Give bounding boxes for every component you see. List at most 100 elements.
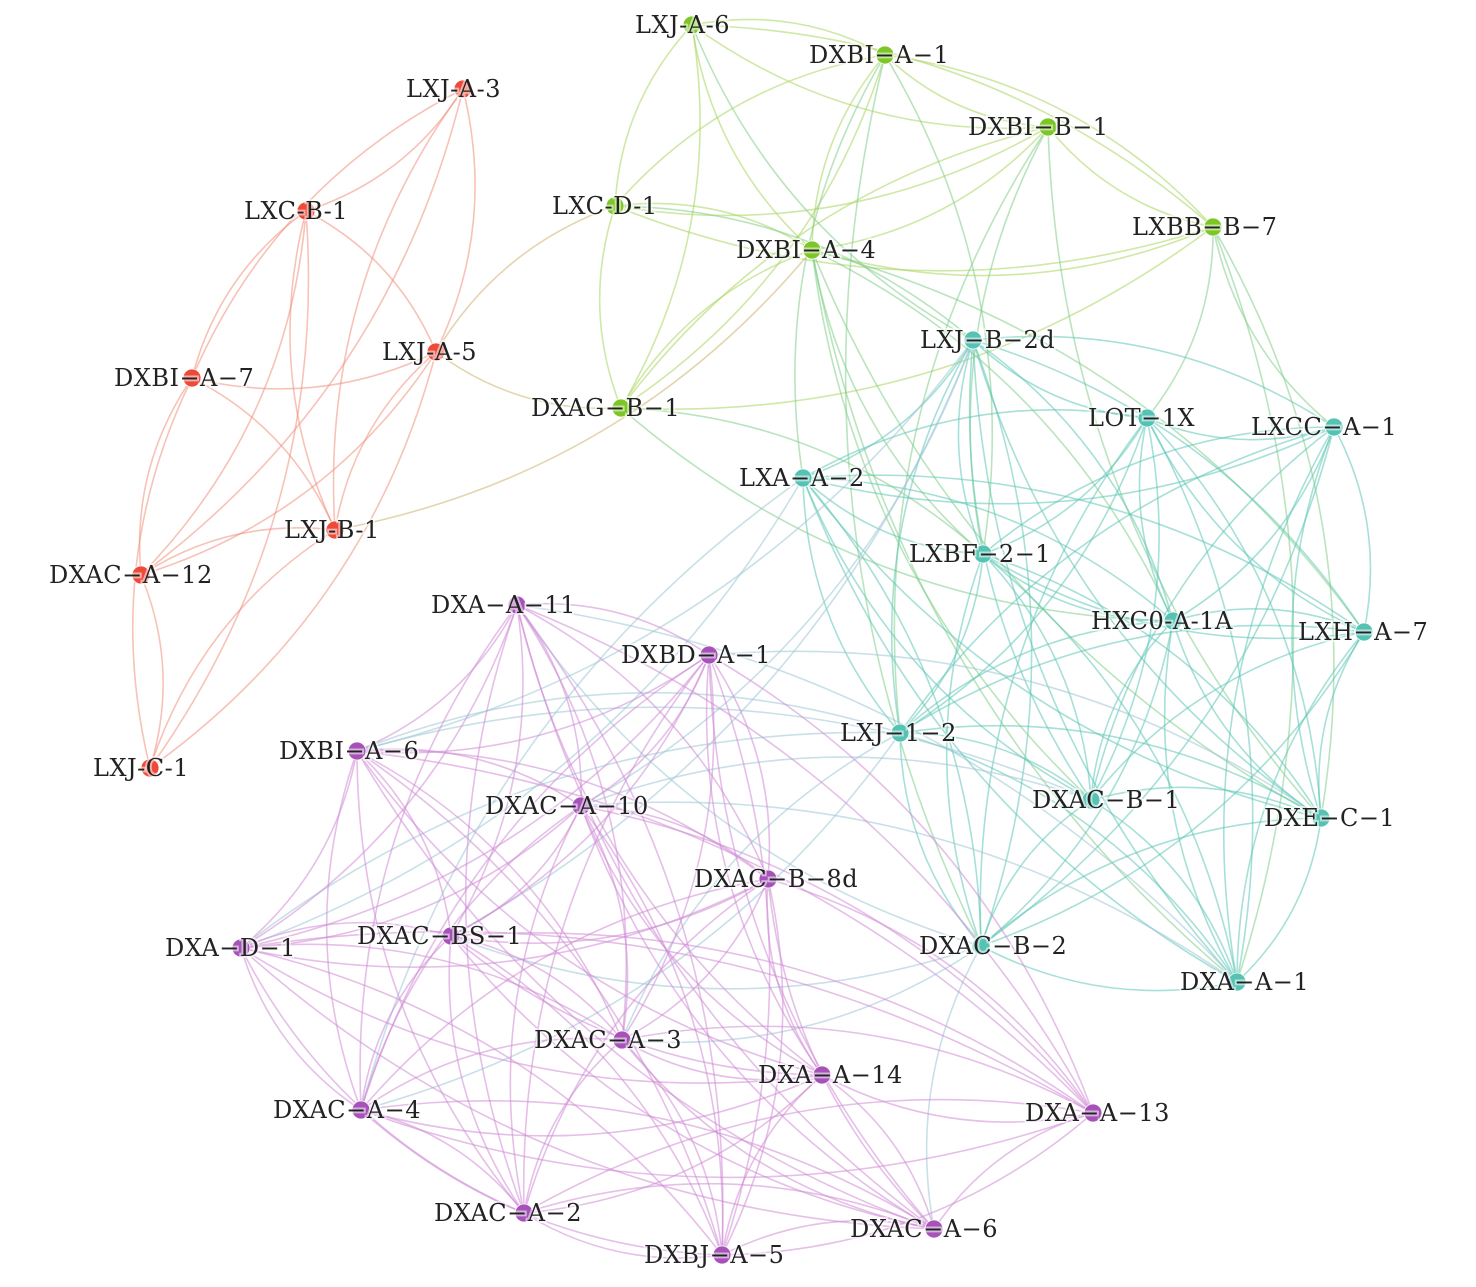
- edge-LXBF-2-1-DXAC-B-1: [982, 553, 1092, 801]
- node-LXJ-1-2[interactable]: [890, 723, 910, 743]
- edge-DXA-A-11-DXBI-A-6: [356, 604, 518, 752]
- edge-LXCC-A-1-LXBF-2-1: [982, 426, 1335, 555]
- edge-DXAC-B-8d-DXA-A-13: [767, 878, 1094, 1114]
- edge-DXBI-B-1-DXAG-B-1: [620, 126, 1049, 409]
- node-label-DXA-D-1: DXA−D−1: [165, 934, 296, 962]
- node-LXBF-2-1[interactable]: [973, 544, 993, 564]
- node-DXE-C-1[interactable]: [1311, 808, 1331, 828]
- edge-LXCC-A-1-DXAC-B-2: [980, 426, 1335, 947]
- node-DXBI-A-6[interactable]: [347, 741, 367, 761]
- node-label-LXJ-B-2d: LXJ−B−2d: [920, 326, 1055, 354]
- edge-DXA-D-1-DXAC-A-2: [240, 947, 525, 1214]
- edge-DXBD-A-1-DXAC-B-8d: [708, 654, 771, 880]
- node-DXBJ-A-5[interactable]: [712, 1245, 732, 1265]
- edge-DXAC-BS-1-DXAC-A-2: [448, 935, 525, 1214]
- node-label-DXA-A-14: DXA−A−14: [758, 1061, 903, 1089]
- edge-DXA-A-11-DXBJ-A-5: [516, 604, 724, 1256]
- node-DXBI-A-7[interactable]: [182, 368, 202, 388]
- edge-LXJ-B-2d-DXAC-BS-1: [450, 339, 974, 937]
- node-LXC-D-1[interactable]: [605, 196, 625, 216]
- edge-DXBI-B-1-DXBI-A-4: [811, 126, 1049, 251]
- edge-DXAC-A-10-DXAC-A-6: [580, 805, 935, 1230]
- edge-HXC0-A-1A-DXAC-B-2: [980, 620, 1174, 947]
- node-DXA-A-11[interactable]: [507, 595, 527, 615]
- edge-LXJ-A-5-LXJ-B-1: [334, 351, 437, 531]
- edge-DXA-A-13-DXAC-A-6: [933, 1112, 1094, 1230]
- edge-HXC0-A-1A-LXJ-1-2: [899, 620, 1174, 734]
- edge-DXBI-A-1-LXBB-B-7: [884, 54, 1214, 228]
- node-HXC0-A-1A[interactable]: [1163, 611, 1183, 631]
- edge-HXC0-A-1A-DXE-C-1: [1172, 620, 1322, 819]
- node-LXC-B-1[interactable]: [296, 201, 316, 221]
- node-DXAC-A-10[interactable]: [571, 796, 591, 816]
- edge-LXJ-1-2-DXBI-A-6: [356, 691, 901, 752]
- edge-LXBF-2-1-HXC0-A-1A: [982, 553, 1174, 622]
- node-label-DXBI-A-4: DXBI−A−4: [736, 236, 876, 264]
- edge-DXA-A-11-DXAC-A-2: [465, 604, 525, 1214]
- edge-DXBI-A-1-LXC-D-1: [614, 54, 886, 207]
- node-DXAC-B-2[interactable]: [971, 936, 991, 956]
- node-LXCC-A-1[interactable]: [1324, 417, 1344, 437]
- node-LXJ-B-1[interactable]: [325, 520, 345, 540]
- node-label-DXAC-B-1: DXAC−B−1: [1032, 786, 1180, 814]
- edge-LXCC-A-1-LXA-A-2: [802, 426, 1335, 505]
- node-DXA-A-1[interactable]: [1227, 972, 1247, 992]
- edge-DXAC-A-10-DXAC-BS-1: [450, 805, 582, 937]
- node-layer: [131, 15, 1374, 1265]
- node-LXJ-A-3[interactable]: [453, 79, 473, 99]
- node-label-DXBI-B-1: DXBI−B−1: [968, 113, 1109, 141]
- node-LOT-1X[interactable]: [1137, 408, 1157, 428]
- node-LXA-A-2[interactable]: [793, 468, 813, 488]
- edge-LXCC-A-1-HXC0-A-1A: [1172, 426, 1335, 622]
- edge-LXJ-1-2-DXA-A-1: [899, 732, 1238, 983]
- edge-DXAC-A-10-DXA-A-13: [580, 805, 1094, 1114]
- node-DXA-A-13[interactable]: [1083, 1103, 1103, 1123]
- edge-LXCC-A-1-DXA-A-1: [1223, 426, 1335, 983]
- edge-DXBI-A-6-DXA-D-1: [240, 750, 358, 949]
- node-label-DXAG-B-1: DXAG−B−1: [531, 394, 680, 422]
- edge-LXC-D-1-DXAG-B-1: [598, 205, 622, 409]
- node-DXA-A-14[interactable]: [812, 1065, 832, 1085]
- node-LXJ-A-6[interactable]: [682, 15, 702, 35]
- node-DXAC-BS-1[interactable]: [441, 926, 461, 946]
- edge-DXA-A-13-DXBJ-A-5: [721, 1112, 1094, 1256]
- edge-DXA-D-1-DXA-A-14: [240, 947, 823, 1084]
- edge-DXA-D-1-DXAC-A-4: [240, 947, 362, 1111]
- node-LXBB-B-7[interactable]: [1203, 217, 1223, 237]
- node-DXAC-A-6[interactable]: [924, 1219, 944, 1239]
- node-LXJ-A-5[interactable]: [426, 342, 446, 362]
- node-DXAC-A-12[interactable]: [131, 565, 151, 585]
- edge-LOT-1X-LXJ-1-2: [899, 417, 1148, 734]
- edge-DXAC-BS-1-DXAC-A-3: [450, 935, 623, 1041]
- edge-LXH-A-7-DXAC-B-2: [980, 631, 1365, 947]
- node-DXAC-A-3[interactable]: [612, 1030, 632, 1050]
- node-DXBI-B-1[interactable]: [1038, 117, 1058, 137]
- node-DXBI-A-1[interactable]: [875, 45, 895, 65]
- node-DXAC-B-8d[interactable]: [758, 869, 778, 889]
- node-LXJ-B-2d[interactable]: [963, 330, 983, 350]
- node-label-HXC0-A-1A: HXC0-A-1A: [1091, 607, 1233, 635]
- node-DXAC-B-1[interactable]: [1081, 790, 1101, 810]
- edge-DXAC-BS-1-DXAC-A-4: [360, 935, 452, 1111]
- node-DXBI-A-4[interactable]: [802, 240, 822, 260]
- node-DXAC-A-4[interactable]: [351, 1100, 371, 1120]
- edge-DXAC-A-2-DXBJ-A-5: [523, 1212, 723, 1259]
- edge-LXJ-1-2-DXAC-A-3: [621, 732, 901, 1041]
- edge-LXJ-A-6-DXBI-A-4: [691, 24, 813, 251]
- edge-LXJ-A-3-LXJ-B-1: [332, 88, 464, 531]
- edge-DXAC-B-2-DXA-A-1: [980, 945, 1238, 992]
- node-LXJ-C-1[interactable]: [140, 758, 160, 778]
- edge-LXBB-B-7-DXAG-B-1: [620, 226, 1214, 411]
- node-DXAC-A-2[interactable]: [514, 1203, 534, 1223]
- node-LXH-A-7[interactable]: [1354, 622, 1374, 642]
- node-DXBD-A-1[interactable]: [699, 645, 719, 665]
- edge-LXJ-A-6-LXBB-B-7: [691, 24, 1214, 228]
- edge-DXAC-A-4-DXAC-A-6: [360, 1100, 935, 1230]
- edge-LXCC-A-1-DXE-C-1: [1291, 426, 1335, 819]
- node-DXA-D-1[interactable]: [231, 938, 251, 958]
- edge-DXAC-A-6-DXBJ-A-5: [721, 1219, 935, 1256]
- node-DXAG-B-1[interactable]: [611, 398, 631, 418]
- edge-LXC-D-1-LXJ-B-2d: [614, 205, 974, 341]
- edge-LXJ-1-2-DXE-C-1: [899, 724, 1322, 819]
